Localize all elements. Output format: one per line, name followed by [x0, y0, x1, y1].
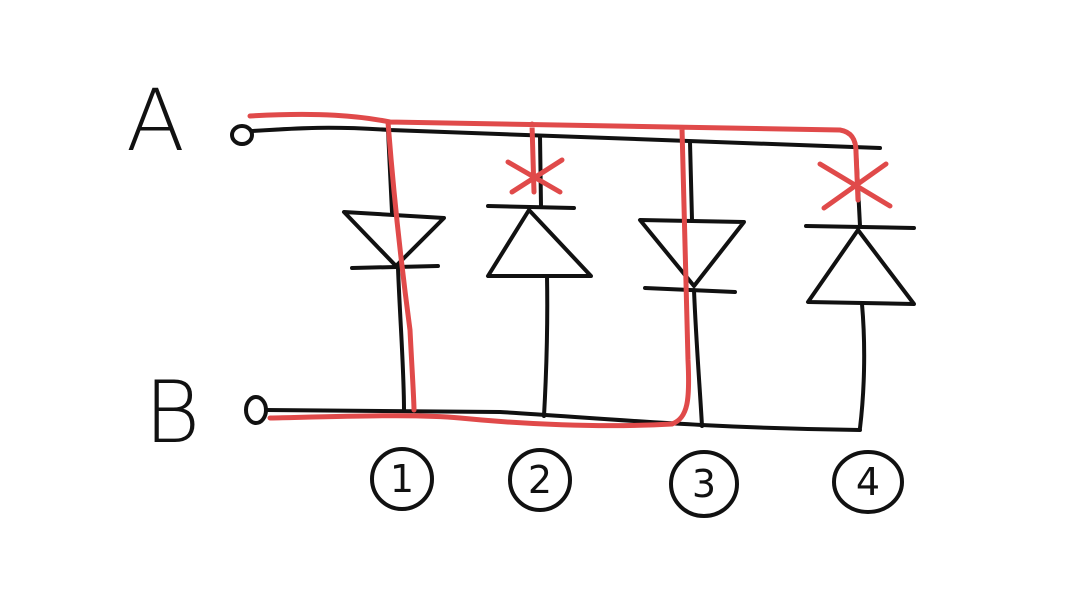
terminal-b-node	[244, 395, 268, 425]
diode-2-cathode-bar	[486, 204, 576, 210]
diode-1-triangle	[342, 210, 446, 268]
diode-number-labels: 1 2 3 4	[370, 447, 904, 518]
diode-4-cathode-bar	[804, 224, 916, 230]
diode-1	[342, 210, 446, 270]
diode-3-number: 3	[692, 462, 716, 506]
diode-4-number-badge: 4	[832, 450, 904, 514]
conduction-path	[247, 111, 861, 429]
diode-1-wire-bottom	[396, 266, 406, 412]
diode-3-number-badge: 3	[669, 450, 739, 518]
diode-2-number: 2	[528, 458, 552, 502]
diode-1-number-badge: 1	[370, 447, 434, 511]
diode-4-triangle	[806, 228, 916, 306]
diode-3-triangle	[638, 218, 746, 288]
wiring	[250, 125, 882, 432]
diode-4	[804, 224, 916, 306]
diode-2-triangle	[486, 208, 593, 278]
diode-1-cathode-bar	[350, 264, 440, 270]
terminal-a-node	[230, 124, 254, 146]
diode-4-number: 4	[856, 460, 880, 504]
diode-4-blocked-x-icon	[817, 161, 893, 211]
diode-2-wire-bottom	[542, 274, 550, 418]
terminal-a-label: A	[126, 71, 185, 171]
terminal-b-label: B	[144, 363, 200, 463]
diode-3	[638, 218, 746, 294]
diode-symbols	[342, 204, 916, 306]
top-bus-wire	[250, 125, 882, 150]
diode-3-cathode-bar	[643, 286, 737, 294]
diode-3-wire-bottom	[692, 288, 704, 428]
blocked-marks	[505, 157, 893, 211]
bottom-bus-wire	[264, 408, 862, 432]
diode-3-wire-top	[688, 140, 694, 222]
diode-2-blocked-x-icon	[505, 157, 565, 195]
diode-2	[486, 204, 593, 278]
diode-1-number: 1	[390, 457, 414, 501]
diode-4-wire-bottom	[858, 302, 867, 430]
diode-2-number-badge: 2	[508, 448, 572, 512]
